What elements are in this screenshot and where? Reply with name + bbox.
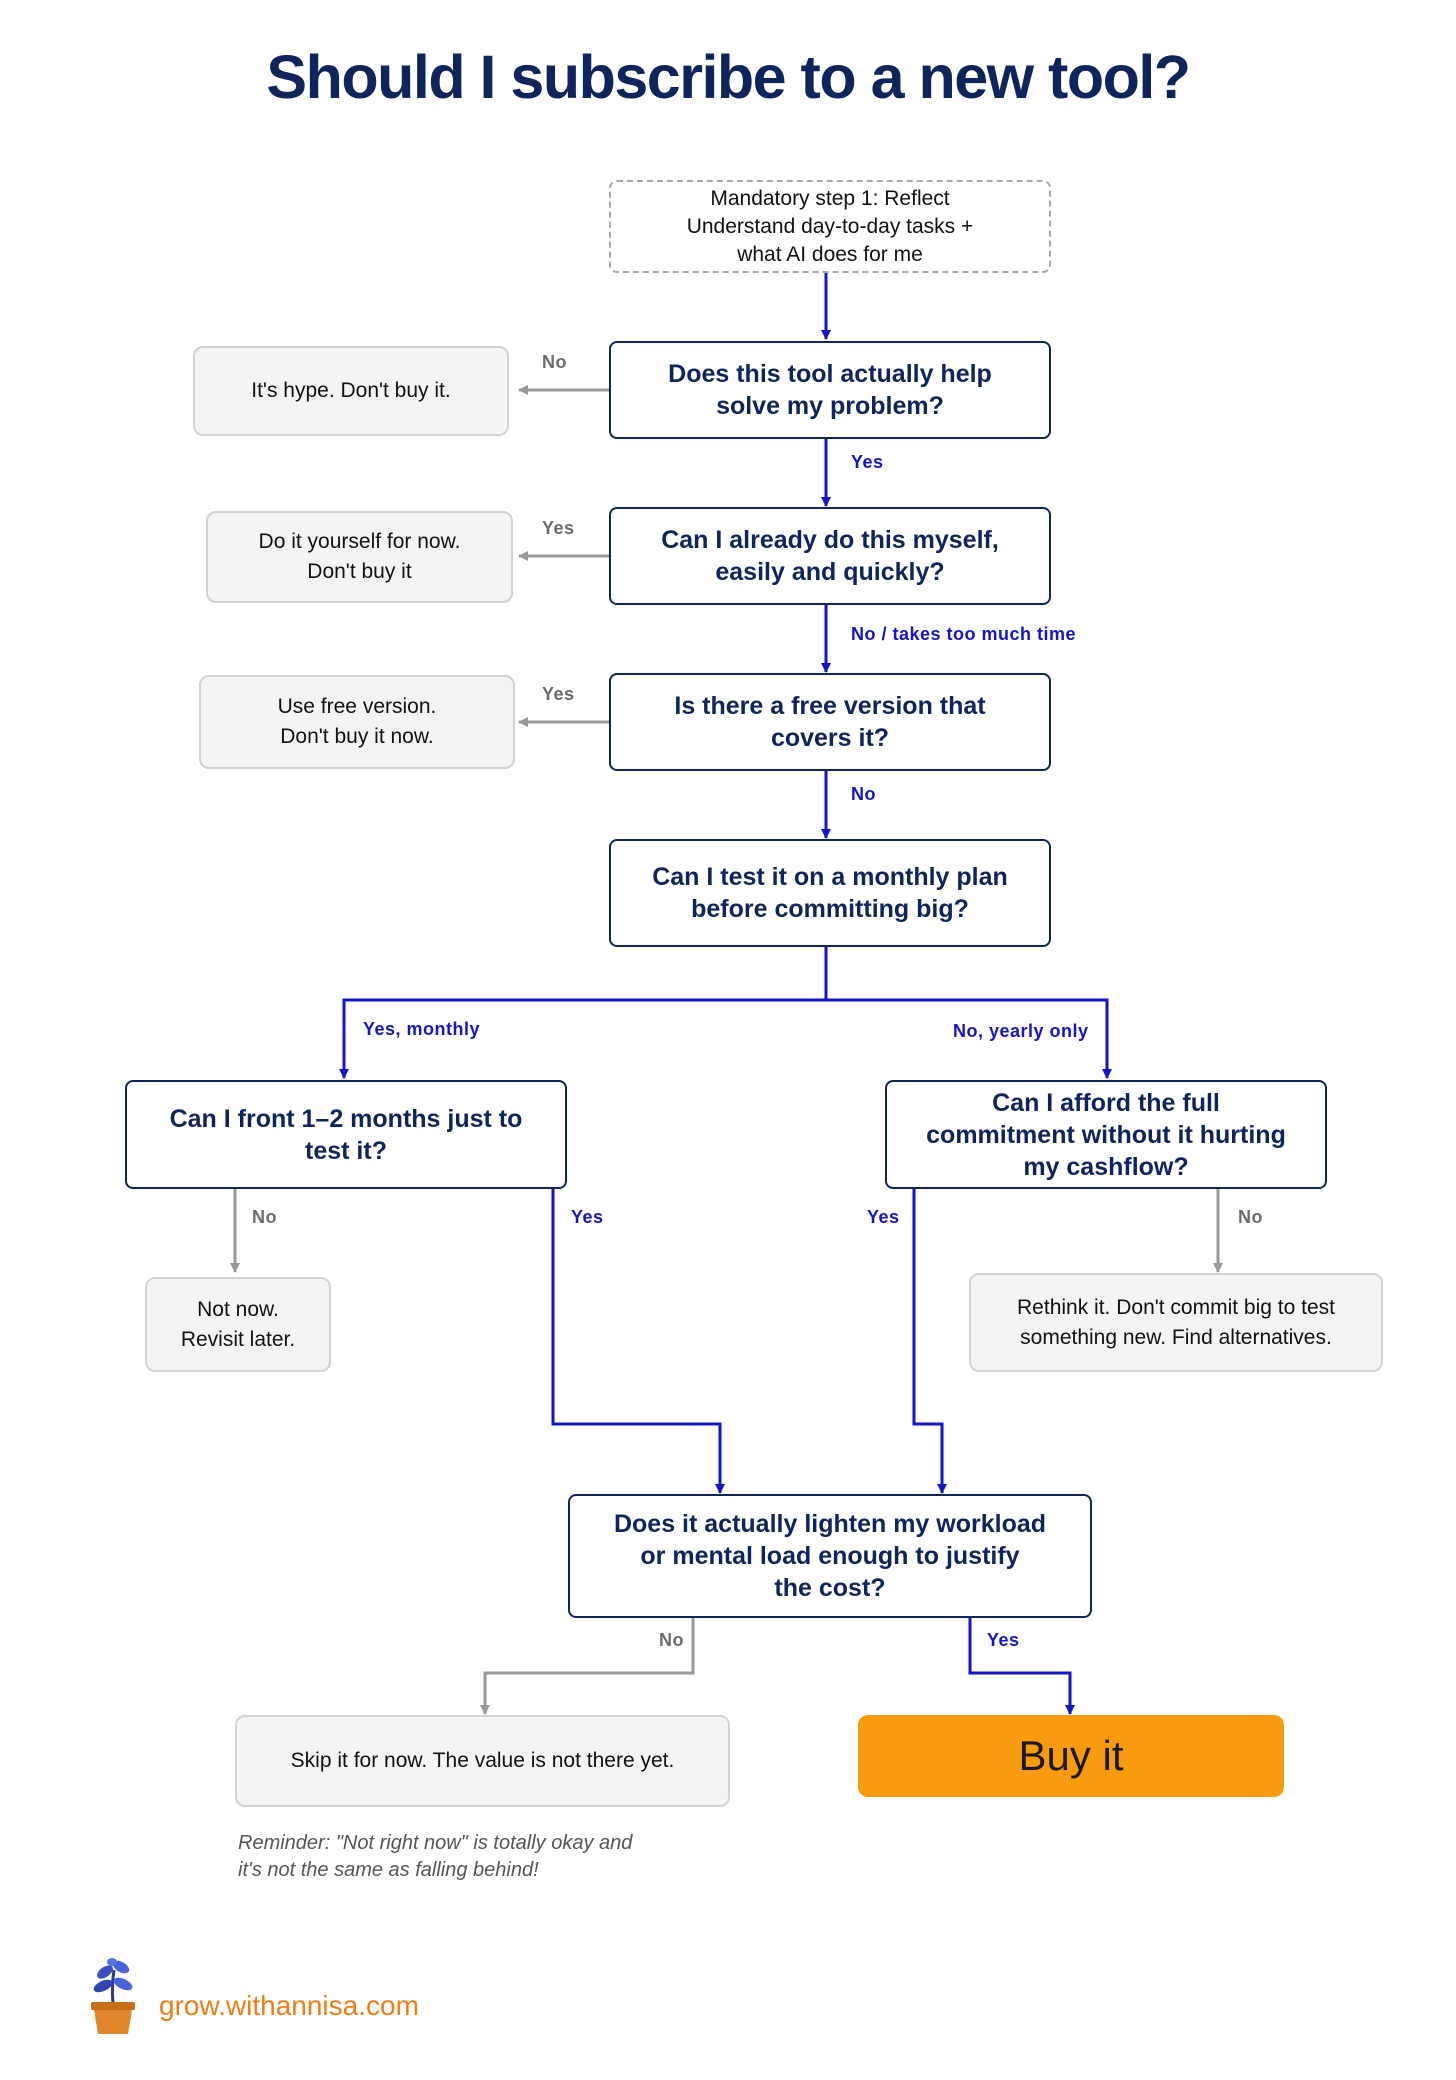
arrow-monthly-no	[826, 998, 1112, 1079]
answer-buy-it-text: Buy it	[1018, 1732, 1124, 1779]
arrow-lighten-yes	[968, 1618, 1075, 1715]
label-afford-yes: Yes	[867, 1207, 900, 1227]
question-free-version: Is there a free version that covers it?	[609, 673, 1051, 771]
question-monthly-plan: Can I test it on a monthly plan before c…	[609, 839, 1051, 947]
label-front-yes: Yes	[571, 1207, 604, 1227]
question-free-version-text: Is there a free version that covers it?	[674, 692, 986, 752]
answer-hype-text: It's hype. Don't buy it.	[251, 379, 451, 402]
question-tool-helps: Does this tool actually help solve my pr…	[609, 341, 1051, 439]
question-afford-commitment: Can I afford the full commitment without…	[885, 1080, 1327, 1189]
question-monthly-plan-text: Can I test it on a monthly plan before c…	[652, 863, 1008, 923]
question-tool-helps-text: Does this tool actually help solve my pr…	[668, 360, 992, 420]
arrow-lighten-no	[480, 1618, 695, 1715]
answer-buy-it: Buy it	[858, 1715, 1284, 1797]
label-lighten-yes: Yes	[987, 1630, 1020, 1650]
footer-website-link[interactable]: grow.withannisa.com	[159, 1990, 419, 2021]
label-monthly-yes: Yes, monthly	[363, 1019, 481, 1039]
question-afford-commitment-text: Can I afford the full commitment without…	[926, 1088, 1286, 1181]
question-front-months-text: Can I front 1–2 months just to test it?	[169, 1104, 523, 1165]
reminder-note: Reminder: "Not right now" is totally oka…	[238, 1832, 633, 1881]
answer-not-now: Not now. Revisit later.	[145, 1277, 331, 1372]
label-free-no: No	[851, 784, 876, 804]
answer-skip: Skip it for now. The value is not there …	[235, 1715, 730, 1807]
page-title: Should I subscribe to a new tool?	[266, 43, 1191, 111]
answer-rethink-text: Rethink it. Don't commit big to test som…	[1017, 1295, 1335, 1349]
label-free-yes: Yes	[542, 684, 575, 704]
answer-use-free-text: Use free version. Don't buy it now.	[277, 695, 437, 748]
question-front-months: Can I front 1–2 months just to test it?	[125, 1080, 567, 1189]
label-myself-no: No / takes too much time	[851, 624, 1077, 644]
answer-use-free: Use free version. Don't buy it now.	[199, 675, 515, 769]
arrow-afford-yes	[912, 1189, 947, 1494]
answer-hype: It's hype. Don't buy it.	[193, 346, 509, 436]
label-lighten-no: No	[659, 1630, 684, 1650]
arrow-monthly-yes	[339, 947, 828, 1079]
question-lighten-workload: Does it actually lighten my workload or …	[568, 1494, 1092, 1618]
question-do-myself-text: Can I already do this myself, easily and…	[661, 526, 999, 586]
label-myself-yes: Yes	[542, 518, 575, 538]
label-afford-no: No	[1238, 1207, 1263, 1227]
answer-skip-text: Skip it for now. The value is not there …	[290, 1749, 675, 1772]
question-lighten-workload-text: Does it actually lighten my workload or …	[613, 1510, 1047, 1602]
question-do-myself: Can I already do this myself, easily and…	[609, 507, 1051, 605]
potted-plant-icon	[91, 1958, 135, 2034]
answer-not-now-text: Not now. Revisit later.	[180, 1297, 296, 1351]
label-help-yes: Yes	[851, 452, 884, 472]
reflect-step-text: Mandatory step 1: Reflect Understand day…	[686, 186, 974, 266]
answer-do-yourself: Do it yourself for now. Don't buy it	[206, 511, 513, 603]
answer-do-yourself-text: Do it yourself for now. Don't buy it	[258, 530, 461, 583]
label-help-no: No	[542, 352, 567, 372]
reflect-step-box: Mandatory step 1: Reflect Understand day…	[609, 180, 1051, 273]
answer-rethink: Rethink it. Don't commit big to test som…	[969, 1273, 1383, 1372]
label-monthly-no: No, yearly only	[953, 1021, 1089, 1041]
label-front-no: No	[252, 1207, 277, 1227]
arrow-front-yes	[551, 1189, 725, 1494]
